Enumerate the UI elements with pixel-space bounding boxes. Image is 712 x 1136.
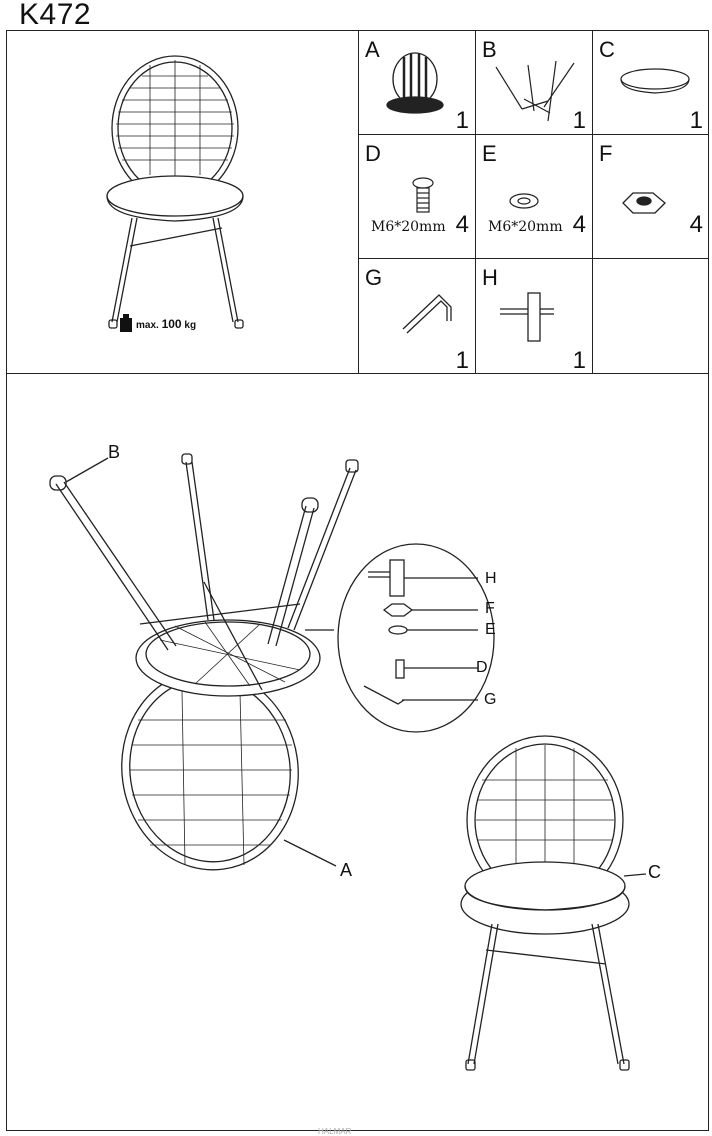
grid-line (475, 30, 476, 373)
part-quantity: 1 (689, 107, 703, 134)
part-letter: H (482, 265, 498, 290)
footer-brand: HALMAR (318, 1127, 352, 1136)
part-quantity: 1 (572, 107, 586, 134)
part-cell-f: F 4 (593, 135, 709, 241)
part-cell-h: H 1 (476, 259, 592, 374)
part-cell-b: B 1 (476, 31, 592, 137)
part-letter: C (599, 37, 615, 62)
callout-h: H (485, 570, 497, 587)
part-letter: A (365, 37, 380, 62)
leg-frame-part-icon (495, 60, 575, 122)
bolt-part-icon (412, 177, 434, 213)
part-letter: G (365, 265, 383, 290)
callout-g: G (484, 691, 497, 708)
seat-cushion-part-icon (620, 68, 690, 94)
socket-wrench-part-icon (500, 292, 554, 342)
allen-key-part-icon (402, 294, 452, 334)
part-letter: E (482, 141, 497, 166)
part-cell-c: C 1 (593, 31, 709, 137)
part-quantity: 4 (572, 211, 586, 238)
grid-line (358, 30, 359, 373)
part-cell-e: E M6*20mm 4 (476, 135, 592, 241)
callout-a: A (340, 860, 353, 880)
washer-part-icon (509, 193, 539, 209)
grid-line (358, 258, 709, 259)
nut-part-icon (622, 192, 666, 214)
part-letter: D (365, 141, 381, 166)
part-spec: M6*20mm (371, 219, 446, 235)
part-quantity: 1 (455, 347, 469, 374)
part-quantity: 4 (455, 211, 469, 238)
section-divider (6, 373, 709, 374)
part-letter: F (599, 141, 613, 166)
grid-line (592, 30, 593, 373)
callout-e: E (485, 621, 496, 638)
grid-line (358, 134, 709, 135)
part-cell-d: D M6*20mm 4 (359, 135, 475, 241)
callout-f: F (485, 600, 495, 617)
backrest-part-icon (386, 52, 444, 114)
callout-d: D (476, 659, 488, 676)
part-spec: M6*20mm (488, 219, 563, 235)
part-quantity: 1 (455, 107, 469, 134)
model-code: K472 (19, 0, 92, 31)
part-cell-a: A 1 (359, 31, 475, 137)
part-quantity: 4 (689, 211, 703, 238)
part-letter: B (482, 37, 497, 62)
callout-b: B (108, 442, 121, 462)
callout-c: C (648, 862, 661, 882)
max-load-label: max. 100 kg (136, 317, 197, 331)
part-cell-g: G 1 (359, 259, 475, 374)
part-quantity: 1 (572, 347, 586, 374)
instruction-frame (6, 30, 709, 1131)
